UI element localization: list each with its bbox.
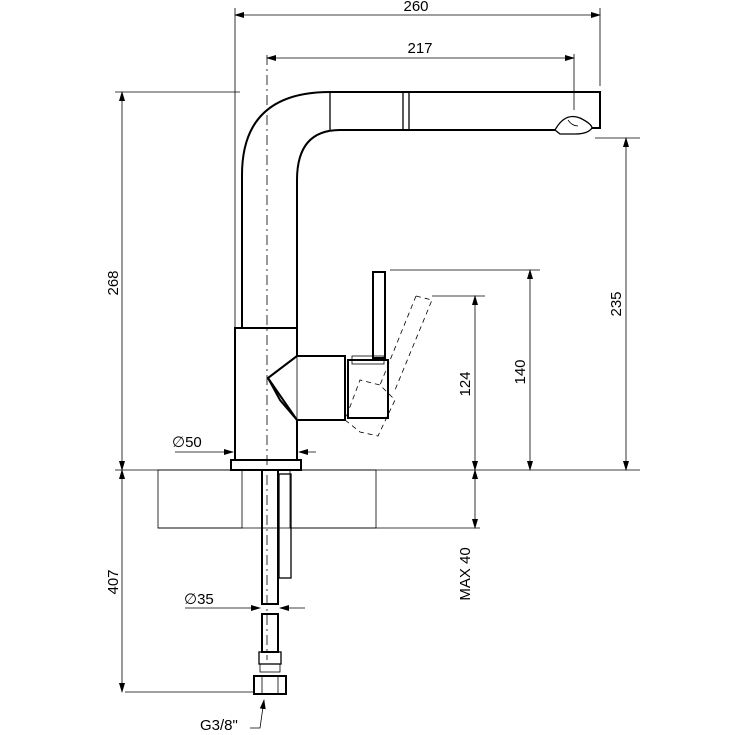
base-diameter-label: ∅50 xyxy=(172,434,202,451)
total-height-label: 268 xyxy=(105,270,122,295)
spout-reach-label: 217 xyxy=(407,40,432,57)
lever-height-label: 140 xyxy=(512,359,529,384)
diameter-symbol: ∅ xyxy=(172,434,185,451)
diameter-symbol: ∅ xyxy=(184,591,197,608)
dimension-labels: 260 217 268 235 140 124 MAX 40 407 ∅50 ∅… xyxy=(105,0,625,734)
base-diameter-value: 50 xyxy=(185,434,202,451)
faucet-outline xyxy=(230,91,601,695)
spout-height-label: 235 xyxy=(608,291,625,316)
body-height-label: 124 xyxy=(457,371,474,396)
connection-thread-label: G3/8" xyxy=(200,717,238,734)
below-deck-length-label: 407 xyxy=(105,569,122,594)
shank-diameter-value: 35 xyxy=(197,591,214,608)
overall-reach-label: 260 xyxy=(403,0,428,15)
extension-lines xyxy=(115,8,640,693)
max-deck-thickness-label: MAX 40 xyxy=(457,547,474,600)
shank-diameter-label: ∅35 xyxy=(184,591,214,608)
dimension-lines xyxy=(119,12,629,729)
